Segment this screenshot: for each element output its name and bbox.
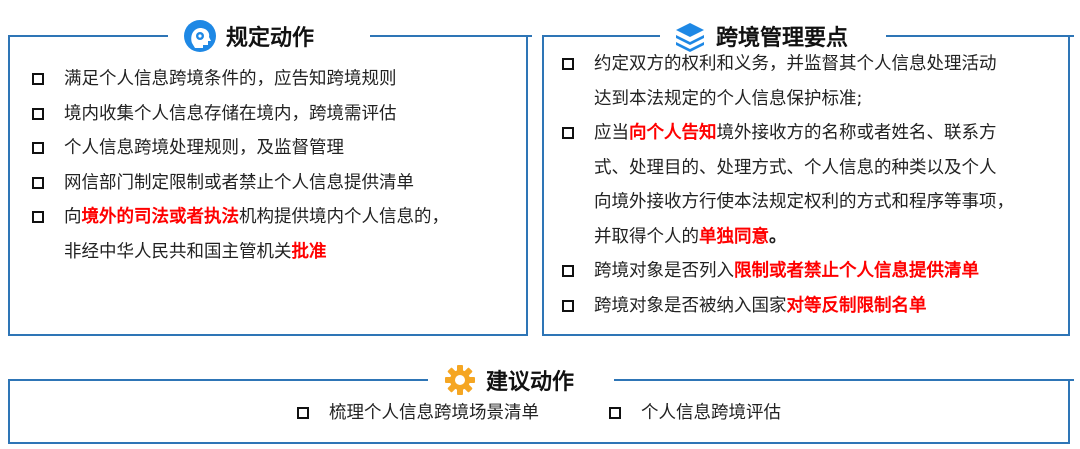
list-item: 个人信息跨境处理规则，及监督管理 xyxy=(32,131,522,166)
checkbox-square-icon xyxy=(562,265,574,277)
list-item: 约定双方的权利和义务，并监督其个人信息处理活动达到本法规定的个人信息保护标准; xyxy=(562,47,1066,116)
checkbox-square-icon xyxy=(609,407,621,419)
list-item: 个人信息跨境评估 xyxy=(609,396,781,430)
checkbox-square-icon xyxy=(32,176,44,189)
checkbox-square-icon xyxy=(562,299,574,312)
right-item-list: 约定双方的权利和义务，并监督其个人信息处理活动达到本法规定的个人信息保护标准; … xyxy=(562,47,1066,323)
right-panel-title: 跨境管理要点 xyxy=(716,26,849,51)
left-panel: 规定动作 满足个人信息跨境条件的，应告知跨境规则 境内收集个人信息存储在境内，跨… xyxy=(8,16,532,336)
list-item: 境内收集个人信息存储在境内，跨境需评估 xyxy=(32,97,522,132)
left-item-list: 满足个人信息跨境条件的，应告知跨境规则 境内收集个人信息存储在境内，跨境需评估 … xyxy=(32,62,522,269)
right-panel: 跨境管理要点 约定双方的权利和义务，并监督其个人信息处理活动达到本法规定的个人信… xyxy=(542,16,1074,336)
checkbox-square-icon xyxy=(297,407,309,419)
checkbox-square-icon xyxy=(562,127,574,139)
checkbox-square-icon xyxy=(32,73,44,85)
stacked-layers-icon xyxy=(672,18,708,54)
list-item: 应当向个人告知境外接收方的名称或者姓名、联系方式、处理目的、处理方式、个人信息的… xyxy=(562,116,1066,254)
list-item: 网信部门制定限制或者禁止个人信息提供清单 xyxy=(32,166,522,201)
right-panel-header: 跨境管理要点 xyxy=(660,16,886,56)
checkbox-square-icon xyxy=(32,142,44,154)
checkbox-square-icon xyxy=(32,107,44,120)
left-panel-header: 规定动作 xyxy=(170,16,370,56)
list-item: 跨境对象是否列入限制或者禁止个人信息提供清单 xyxy=(562,254,1066,289)
checkbox-square-icon xyxy=(32,211,44,223)
list-item: 满足个人信息跨境条件的，应告知跨境规则 xyxy=(32,62,522,97)
bottom-panel-header: 建议动作 xyxy=(430,360,614,400)
bottom-panel: 建议动作 梳理个人信息跨境场景清单 个人信息跨境评估 xyxy=(8,360,1074,444)
left-panel-title: 规定动作 xyxy=(226,26,315,51)
list-item: 跨境对象是否被纳入国家对等反制限制名单 xyxy=(562,289,1066,324)
brain-gear-head-icon xyxy=(182,18,218,54)
list-item: 向境外的司法或者执法机构提供境内个人信息的，非经中华人民共和国主管机关批准 xyxy=(32,200,522,269)
bottom-panel-title: 建议动作 xyxy=(486,370,575,395)
gear-icon xyxy=(442,362,478,398)
checkbox-square-icon xyxy=(562,58,574,70)
bottom-item-list: 梳理个人信息跨境场景清单 个人信息跨境评估 xyxy=(10,396,1068,430)
list-item: 梳理个人信息跨境场景清单 xyxy=(297,396,539,430)
